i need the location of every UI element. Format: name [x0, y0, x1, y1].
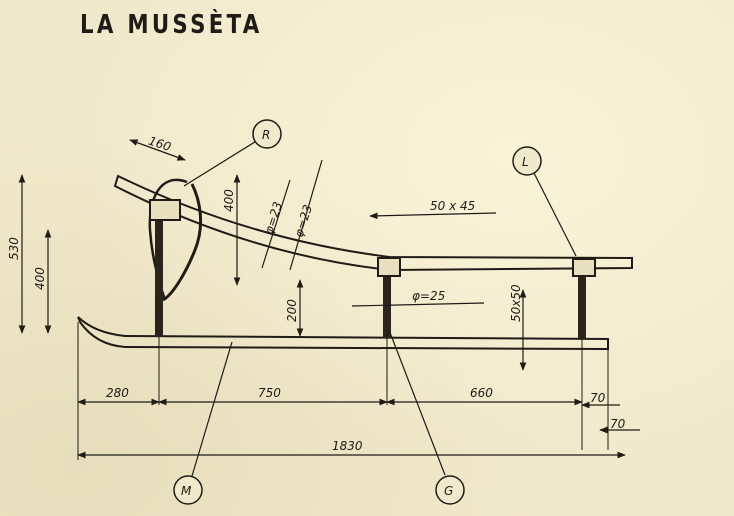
rear-joint-block	[572, 258, 596, 277]
callout-l-circle	[512, 146, 542, 176]
middle-post	[383, 268, 391, 338]
dim-200: 200	[285, 299, 299, 322]
callout-r-circle	[252, 119, 282, 149]
phi23-b-leader	[289, 159, 323, 271]
dim-phi23-a: φ=23	[262, 200, 286, 236]
dim-phi25: φ=25	[412, 289, 445, 303]
front-joint-block	[149, 199, 181, 221]
dim-50x50: 50x50	[509, 284, 523, 322]
callout-g-label: G	[444, 484, 453, 498]
callout-m-leader	[191, 341, 233, 477]
dim-1830: 1830	[332, 439, 363, 453]
handle-loop	[162, 183, 202, 302]
diagram-title: LA MUSSÈTA	[80, 10, 263, 40]
rear-post	[578, 268, 586, 338]
dim-line-phi25	[351, 302, 485, 307]
callout-m-label: M	[181, 484, 192, 498]
dim-line-160	[129, 139, 186, 161]
callout-l-leader	[533, 172, 577, 257]
dim-750: 750	[258, 386, 281, 400]
dim-160: 160	[147, 134, 173, 155]
callout-r-label: R	[262, 128, 270, 142]
dim-line-50x45	[369, 212, 497, 220]
front-post	[155, 200, 163, 337]
dim-70-a: 70	[590, 391, 606, 405]
dim-400-top: 400	[222, 189, 236, 212]
callout-m-circle	[173, 475, 203, 505]
phi23-a-leader	[261, 179, 291, 269]
dim-280: 280	[106, 386, 129, 400]
dim-50x45: 50 x 45	[430, 199, 475, 213]
dim-phi23-b: φ=23	[292, 203, 316, 239]
dim-530: 530	[7, 237, 21, 260]
middle-joint-block	[377, 257, 401, 277]
top-rail	[113, 174, 633, 272]
callout-g-leader	[388, 329, 446, 476]
callout-g-circle	[435, 475, 465, 505]
callout-l-label: L	[522, 155, 529, 169]
dim-660: 660	[470, 386, 493, 400]
callout-r-leader	[183, 139, 259, 187]
dim-70-b: 70	[610, 417, 626, 431]
dim-400-left: 400	[33, 267, 47, 290]
